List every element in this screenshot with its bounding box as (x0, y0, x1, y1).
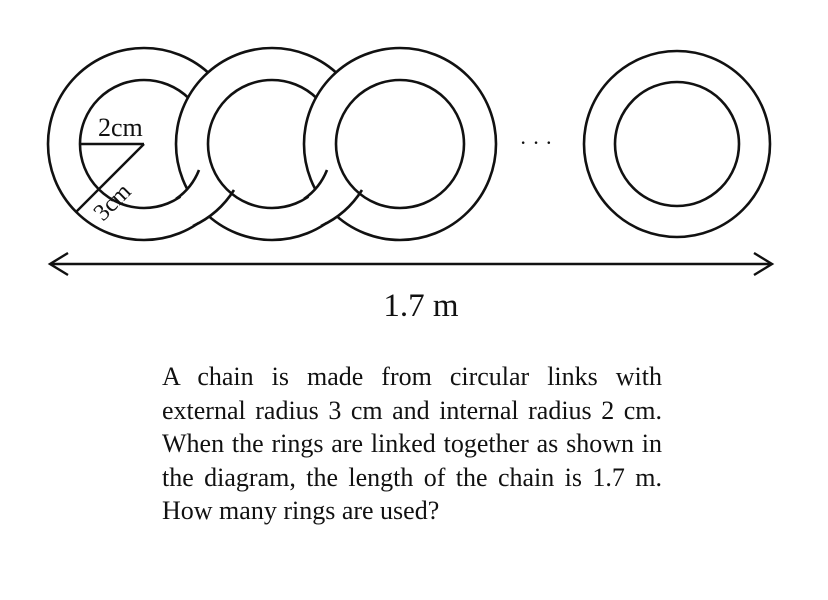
ellipsis-text: · · · (520, 130, 553, 155)
inner-radius-label: 2cm (98, 113, 143, 142)
length-arrow (47, 251, 775, 277)
ring-last (582, 49, 772, 239)
ring-3 (302, 46, 498, 242)
link-crossing-2 (303, 169, 364, 228)
link-crossing-1 (175, 169, 236, 228)
outer-radius-line (75, 143, 145, 213)
length-label: 1.7 m (383, 288, 459, 324)
problem-statement: A chain is made from circular links with… (162, 362, 662, 525)
chain-diagram: · · · 2cm 3cm 1.7 m (46, 46, 775, 324)
